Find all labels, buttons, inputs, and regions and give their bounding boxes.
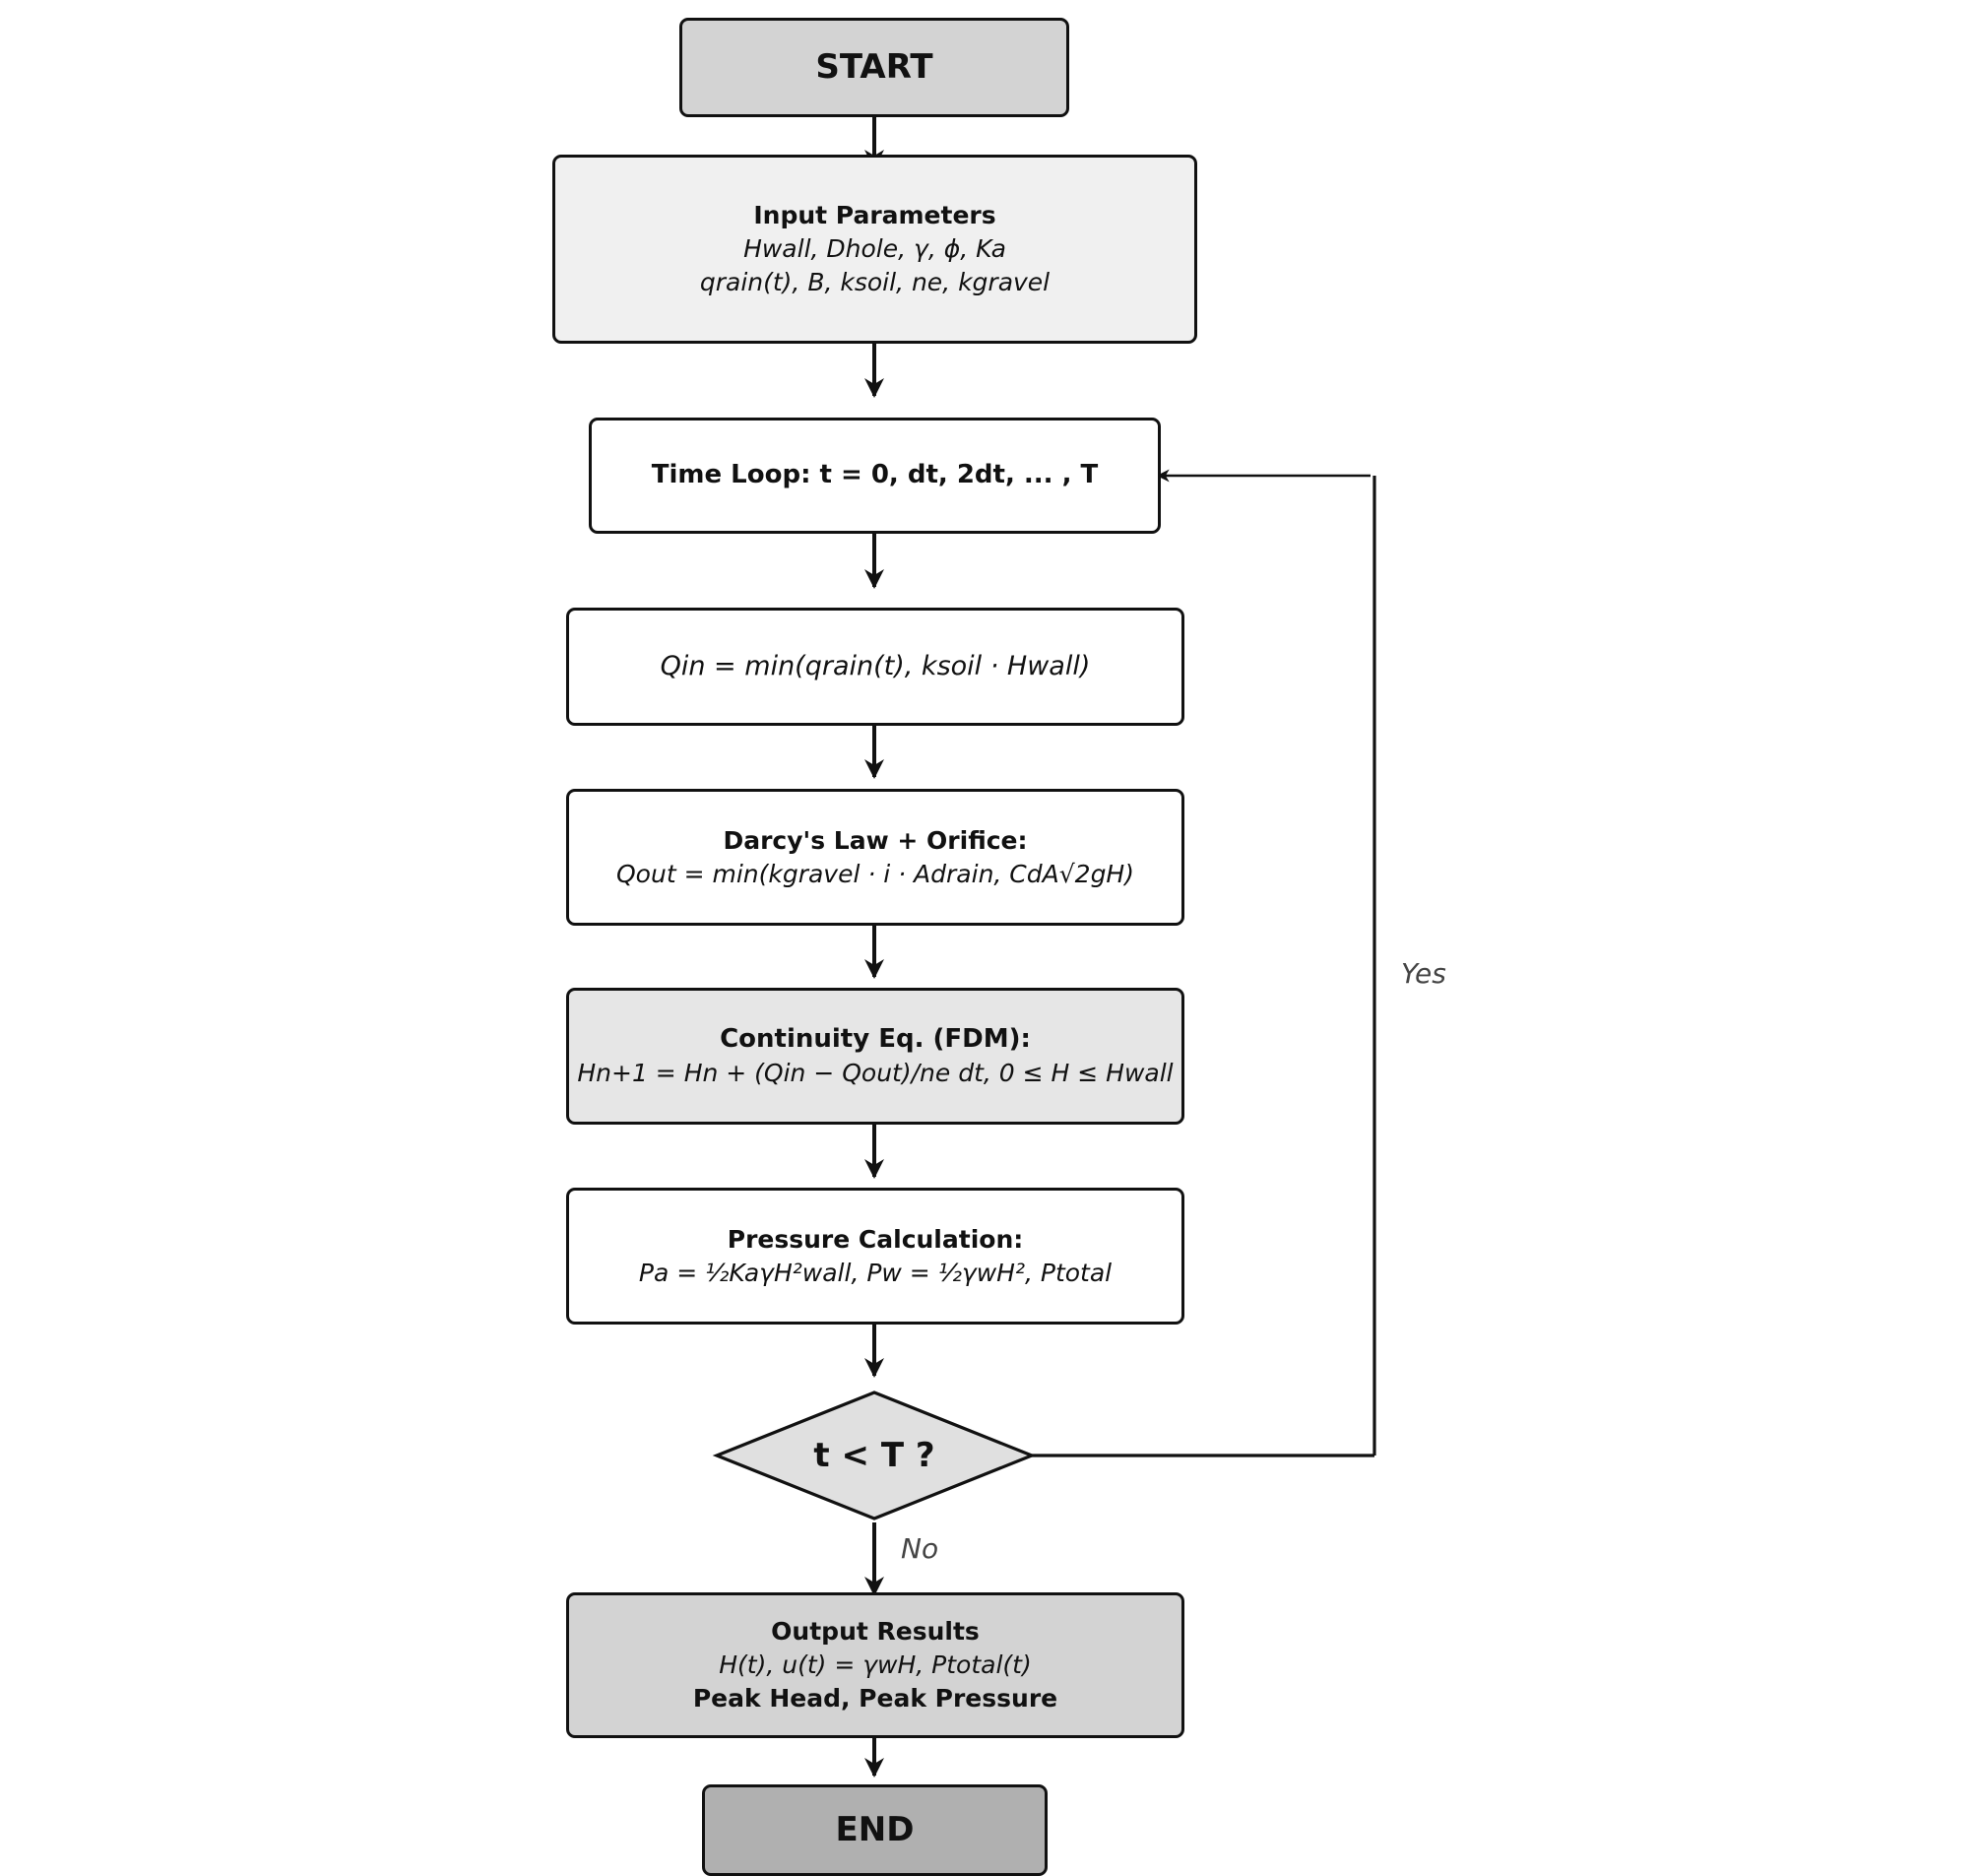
input-parameters-line-2: qrain(t), B, ksoil, ne, kgravel (699, 268, 1051, 296)
start-label: START (815, 47, 933, 88)
inflow-formula: Qin = min(qrain(t), ksoil · Hwall) (660, 650, 1091, 681)
end-label: END (835, 1810, 915, 1850)
decision-diamond (712, 1391, 1037, 1520)
time-loop-label: Time Loop: t = 0, dt, 2dt, ... , T (651, 460, 1099, 490)
end-node: END (702, 1784, 1048, 1876)
continuity-node: Continuity Eq. (FDM): Hn+1 = Hn + (Qin −… (566, 988, 1184, 1125)
input-parameters-node: Input Parameters Hwall, Dhole, γ, ϕ, Ka … (552, 155, 1197, 344)
inflow-node: Qin = min(qrain(t), ksoil · Hwall) (566, 608, 1184, 726)
darcy-orifice-node: Darcy's Law + Orifice: Qout = min(kgrave… (566, 789, 1184, 926)
output-results-subtitle: Peak Head, Peak Pressure (692, 1684, 1058, 1713)
no-label: No (901, 1532, 939, 1565)
output-results-node: Output Results H(t), u(t) = γwH, Ptotal(… (566, 1592, 1184, 1738)
continuity-formula: Hn+1 = Hn + (Qin − Qout)/ne dt, 0 ≤ H ≤ … (577, 1059, 1174, 1088)
pressure-calculation-formula: Pa = ½KaγH²wall, Pw = ½γwH², Ptotal (638, 1258, 1113, 1287)
pressure-calculation-title: Pressure Calculation: (727, 1224, 1024, 1254)
output-results-formula: H(t), u(t) = γwH, Ptotal(t) (719, 1650, 1032, 1679)
yes-label: Yes (1401, 957, 1446, 990)
pressure-calculation-node: Pressure Calculation: Pa = ½KaγH²wall, P… (566, 1188, 1184, 1325)
decision-label: t < T ? (813, 1436, 935, 1475)
input-parameters-title: Input Parameters (753, 201, 996, 229)
input-parameters-line-1: Hwall, Dhole, γ, ϕ, Ka (743, 234, 1006, 263)
start-node: START (679, 18, 1069, 117)
output-results-title: Output Results (771, 1617, 980, 1646)
darcy-orifice-title: Darcy's Law + Orifice: (723, 825, 1028, 855)
darcy-orifice-formula: Qout = min(kgravel · i · Adrain, CdA√2gH… (616, 859, 1134, 888)
time-loop-node: Time Loop: t = 0, dt, 2dt, ... , T (589, 418, 1161, 534)
continuity-title: Continuity Eq. (FDM): (720, 1023, 1031, 1054)
